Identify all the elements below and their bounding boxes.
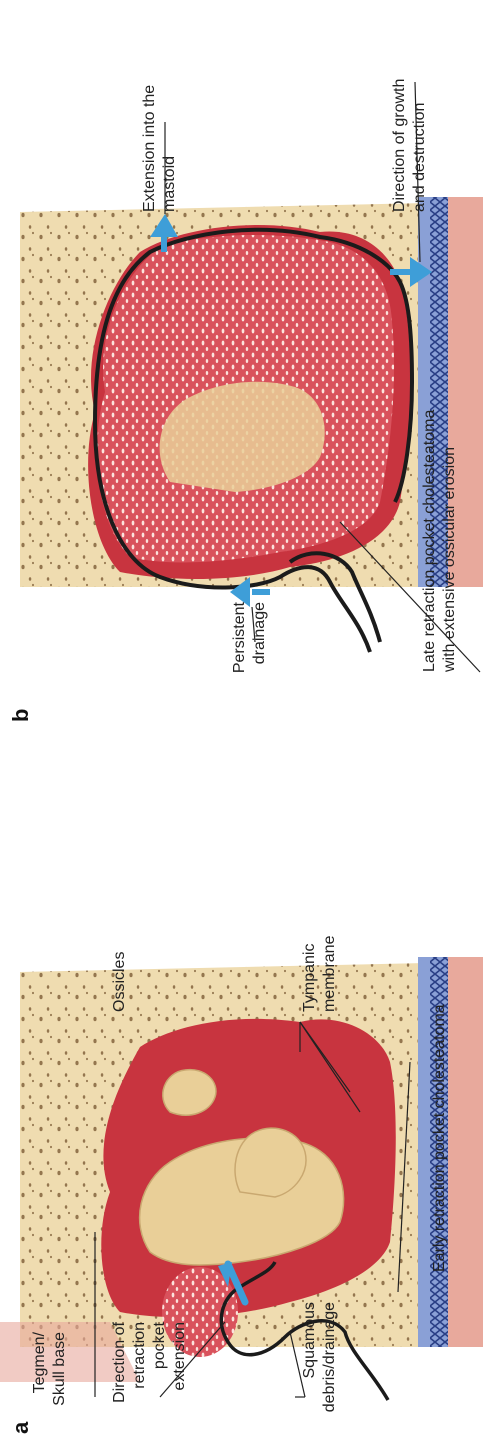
label-retraction-direction: Direction of retraction pocket extension [110, 1322, 190, 1442]
label-mastoid-extension: Extension into the mastoid [140, 85, 180, 212]
label-tegmen: Tegmen/ Skull base [30, 1332, 70, 1442]
panel-a-caption: Early retraction pocket cholesteatoma [430, 1004, 450, 1272]
label-ossicles: Ossicles [110, 952, 130, 1012]
label-tympanic-membrane: Tympanic membrane [300, 936, 340, 1012]
panel-a-anatomy [0, 957, 483, 1400]
panel-b-letter: b [8, 709, 34, 722]
label-squamous-debris: Squamous debris/drainage [300, 1302, 340, 1442]
label-growth-direction: Direction of growth and destruction [390, 79, 430, 212]
label-persistent-drainage: Persistent drainage [230, 602, 270, 702]
panel-b-caption: Late retraction pocket cholesteatoma wit… [420, 410, 460, 672]
